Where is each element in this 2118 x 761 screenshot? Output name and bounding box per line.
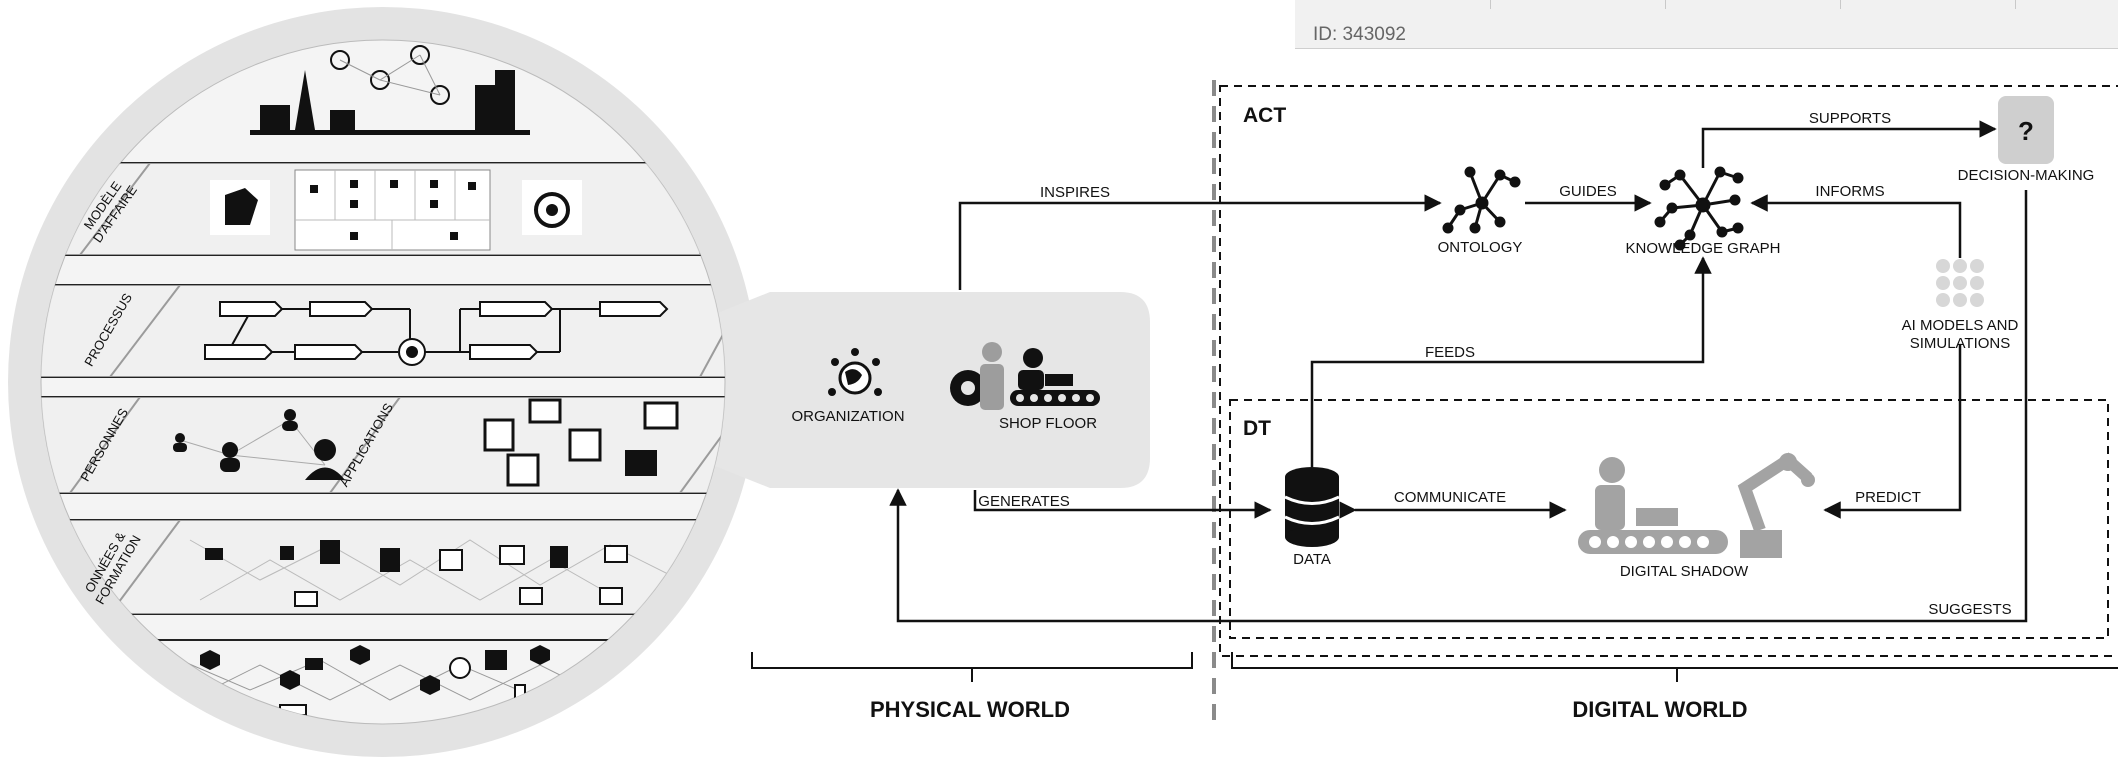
edge-label-suggests: SUGGESTS [1928,601,2011,618]
id-label: ID: 343092 [1313,24,1406,45]
decision-making-label: DECISION-MAKING [1958,167,2095,184]
process-flow-icon [204,301,669,366]
top-strip: ID: 343092 [1295,0,2118,49]
ai-models-icon [1936,259,1984,307]
digital-shadow-label: DIGITAL SHADOW [1620,563,1749,580]
edge-label-guides: GUIDES [1559,183,1617,200]
people-network-icon [173,409,345,480]
edge-suggests [889,190,2028,623]
database-icon [1284,467,1340,547]
data-label: DATA [1293,551,1331,568]
zoom-callout [700,292,1150,488]
data-network-icon [189,539,681,607]
physical-world-brace [751,652,1193,669]
city-energy-icon [250,45,530,135]
edge-feeds [1310,256,1712,467]
decision-making-node: ? [1998,96,2054,164]
shop-floor-node: SHOP FLOOR [950,342,1100,432]
edge-informs [1750,194,1962,258]
applications-icon [483,398,679,487]
edge-predict [1823,345,1962,519]
digital-world-label: DIGITAL WORLD [1572,697,1747,722]
edge-label-predict: PREDICT [1855,489,1921,506]
edge-label-informs: INFORMS [1815,183,1884,200]
organization-label: ORGANIZATION [791,408,904,425]
edge-generates [973,490,1272,519]
edge-label-supports: SUPPORTS [1809,110,1891,127]
act-region [1219,85,2118,657]
digital-world-brace [1231,652,2118,669]
business-canvas-icon [210,169,582,251]
layer-circle: MODÈLED'AFFAIRE PROCESSUS PERSONNES APPL… [8,7,1150,757]
knowledge-graph-node [1654,166,1744,251]
question-icon: ? [2018,116,2034,146]
ontology-node [1442,166,1521,234]
edge-inspires [958,194,1442,290]
ontology-label: ONTOLOGY [1438,239,1523,256]
dt-label: DT [1243,417,1271,440]
infrastructure-network-icon [179,645,661,716]
shop-floor-label: SHOP FLOOR [999,415,1097,432]
edge-label-generates: GENERATES [978,493,1069,510]
physical-world-label: PHYSICAL WORLD [870,697,1070,722]
edge-label-inspires: INSPIRES [1040,184,1110,201]
edge-label-feeds: FEEDS [1425,344,1475,361]
organization-node: ORGANIZATION [791,348,905,425]
knowledge-graph-label: KNOWLEDGE GRAPH [1625,240,1780,257]
edge-supports [1701,120,1997,168]
digital-shadow-icon [1578,452,1815,558]
act-label: ACT [1243,104,1286,127]
edge-label-communicate: COMMUNICATE [1394,489,1506,506]
dt-region [1229,399,2109,639]
